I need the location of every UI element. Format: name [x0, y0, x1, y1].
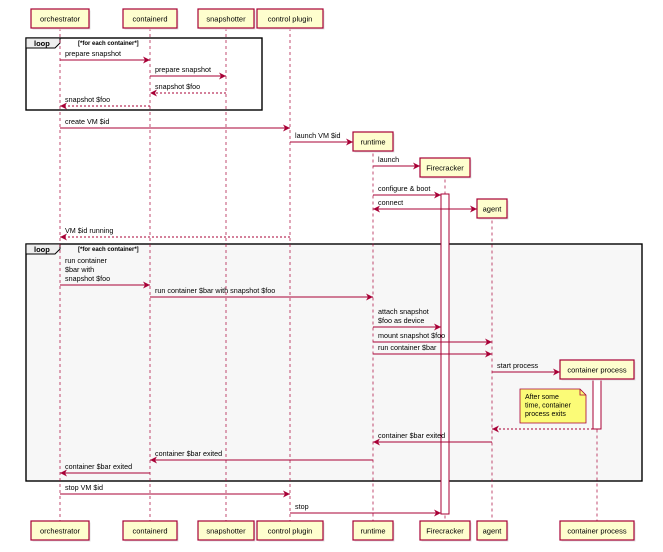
participant-label: control plugin — [268, 15, 313, 24]
note-text: time, container — [525, 403, 572, 410]
participant-snapshotter-top: snapshotter — [197, 8, 256, 30]
participant-label: agent — [483, 205, 503, 214]
participant-agent-created: agent — [476, 198, 509, 220]
message-label: launch VM $id — [295, 131, 341, 140]
participant-containerd-top: containerd — [122, 8, 179, 30]
participant-runtime-created: runtime — [352, 131, 395, 153]
participant-label: runtime — [360, 138, 385, 147]
message-arrow: run container $bar — [373, 343, 492, 358]
message-arrow: stop — [290, 502, 441, 517]
participant-firecracker-created: Firecracker — [419, 157, 472, 179]
message-arrow: prepare snapshot — [60, 49, 150, 64]
message-arrow: snapshot $foo — [60, 95, 150, 110]
message-arrow: start process — [492, 361, 560, 376]
participant-control-plugin-top: control plugin — [256, 8, 325, 30]
message-label: snapshot $foo — [155, 82, 200, 91]
note-text: process exits — [525, 411, 566, 418]
participant-label: orchestrator — [40, 15, 81, 24]
message-label: configure & boot — [378, 184, 430, 193]
loop-frame: loop [*for each container*] — [25, 243, 643, 482]
loop-frame: loop [*for each container*] — [25, 37, 263, 111]
message-label: run container $bar with snapshot $foo — [155, 286, 275, 295]
message-label: run container — [65, 256, 108, 265]
message-arrow: launch — [373, 155, 420, 170]
message-label: stop VM $id — [65, 483, 103, 492]
message-label: start process — [497, 361, 539, 370]
message-label: launch — [378, 155, 399, 164]
participant-agent-bottom: agent — [476, 520, 509, 542]
loop-keyword: loop — [34, 245, 50, 254]
participant-orchestrator-top: orchestrator — [30, 8, 91, 30]
message-arrow: run container $bar with snapshot $foo — [150, 286, 373, 301]
participant-label: container process — [567, 366, 626, 375]
message-label: VM $id running — [65, 226, 113, 235]
message-label: prepare snapshot — [155, 65, 211, 74]
message-label: $bar with — [65, 265, 94, 274]
loop-condition: [*for each container*] — [78, 247, 139, 253]
loop-keyword: loop — [34, 39, 50, 48]
activation-bar — [592, 377, 602, 430]
participant-label: snapshotter — [206, 15, 246, 24]
participant-containerd-bottom: containerd — [122, 520, 179, 542]
message-label: attach snapshot — [378, 307, 429, 316]
message-label: create VM $id — [65, 117, 109, 126]
participant-label: Firecracker — [426, 164, 464, 173]
participant-label: runtime — [360, 527, 385, 536]
message-label: snapshot $foo — [65, 95, 110, 104]
message-label: $foo as device — [378, 316, 424, 325]
participant-label: containerd — [132, 15, 167, 24]
participant-label: snapshotter — [206, 527, 246, 536]
message-arrow: create VM $id — [60, 117, 290, 132]
message-label: connect — [378, 198, 403, 207]
loop-tab — [25, 243, 61, 255]
message-arrow: launch VM $id — [290, 131, 353, 146]
message-label: snapshot $foo — [65, 274, 110, 283]
participant-label: orchestrator — [40, 527, 81, 536]
message-arrow: stop VM $id — [60, 483, 290, 498]
message-arrow: snapshot $foo — [150, 82, 226, 97]
message-arrow: configure & boot — [373, 184, 441, 199]
participant-control-plugin-bottom: control plugin — [256, 520, 325, 542]
participant-label: control plugin — [268, 527, 313, 536]
message-arrow: container $bar exited — [60, 462, 150, 477]
message-label: container $bar exited — [378, 431, 445, 440]
message-label: mount snapshot $foo — [378, 331, 445, 340]
participant-label: containerd — [132, 527, 167, 536]
participant-container-process-created: container process — [559, 359, 636, 381]
message-arrow: VM $id running — [60, 226, 290, 241]
message-label: run container $bar — [378, 343, 437, 352]
participant-label: agent — [483, 527, 503, 536]
message-arrow: attach snapshot$foo as device — [373, 307, 441, 331]
message-arrow: connect — [373, 198, 477, 213]
participant-label: container process — [567, 527, 626, 536]
message-label: container $bar exited — [155, 449, 222, 458]
participant-container-process-bottom: container process — [559, 520, 636, 542]
participant-label: Firecracker — [426, 527, 464, 536]
note-text: After some — [525, 394, 559, 401]
message-arrow: container $bar exited — [150, 449, 373, 464]
message-arrow: container $bar exited — [373, 431, 492, 446]
participant-snapshotter-bottom: snapshotter — [197, 520, 256, 542]
message-arrow: mount snapshot $foo — [373, 331, 492, 346]
message-label: stop — [295, 502, 309, 511]
message-arrow: prepare snapshot — [150, 65, 226, 80]
message-label: prepare snapshot — [65, 49, 121, 58]
participant-firecracker-bottom: Firecracker — [419, 520, 472, 542]
loop-condition: [*for each container*] — [78, 41, 139, 47]
participant-orchestrator-bottom: orchestrator — [30, 520, 91, 542]
loop-tab — [25, 37, 61, 49]
message-label: container $bar exited — [65, 462, 132, 471]
participant-runtime-bottom: runtime — [352, 520, 395, 542]
